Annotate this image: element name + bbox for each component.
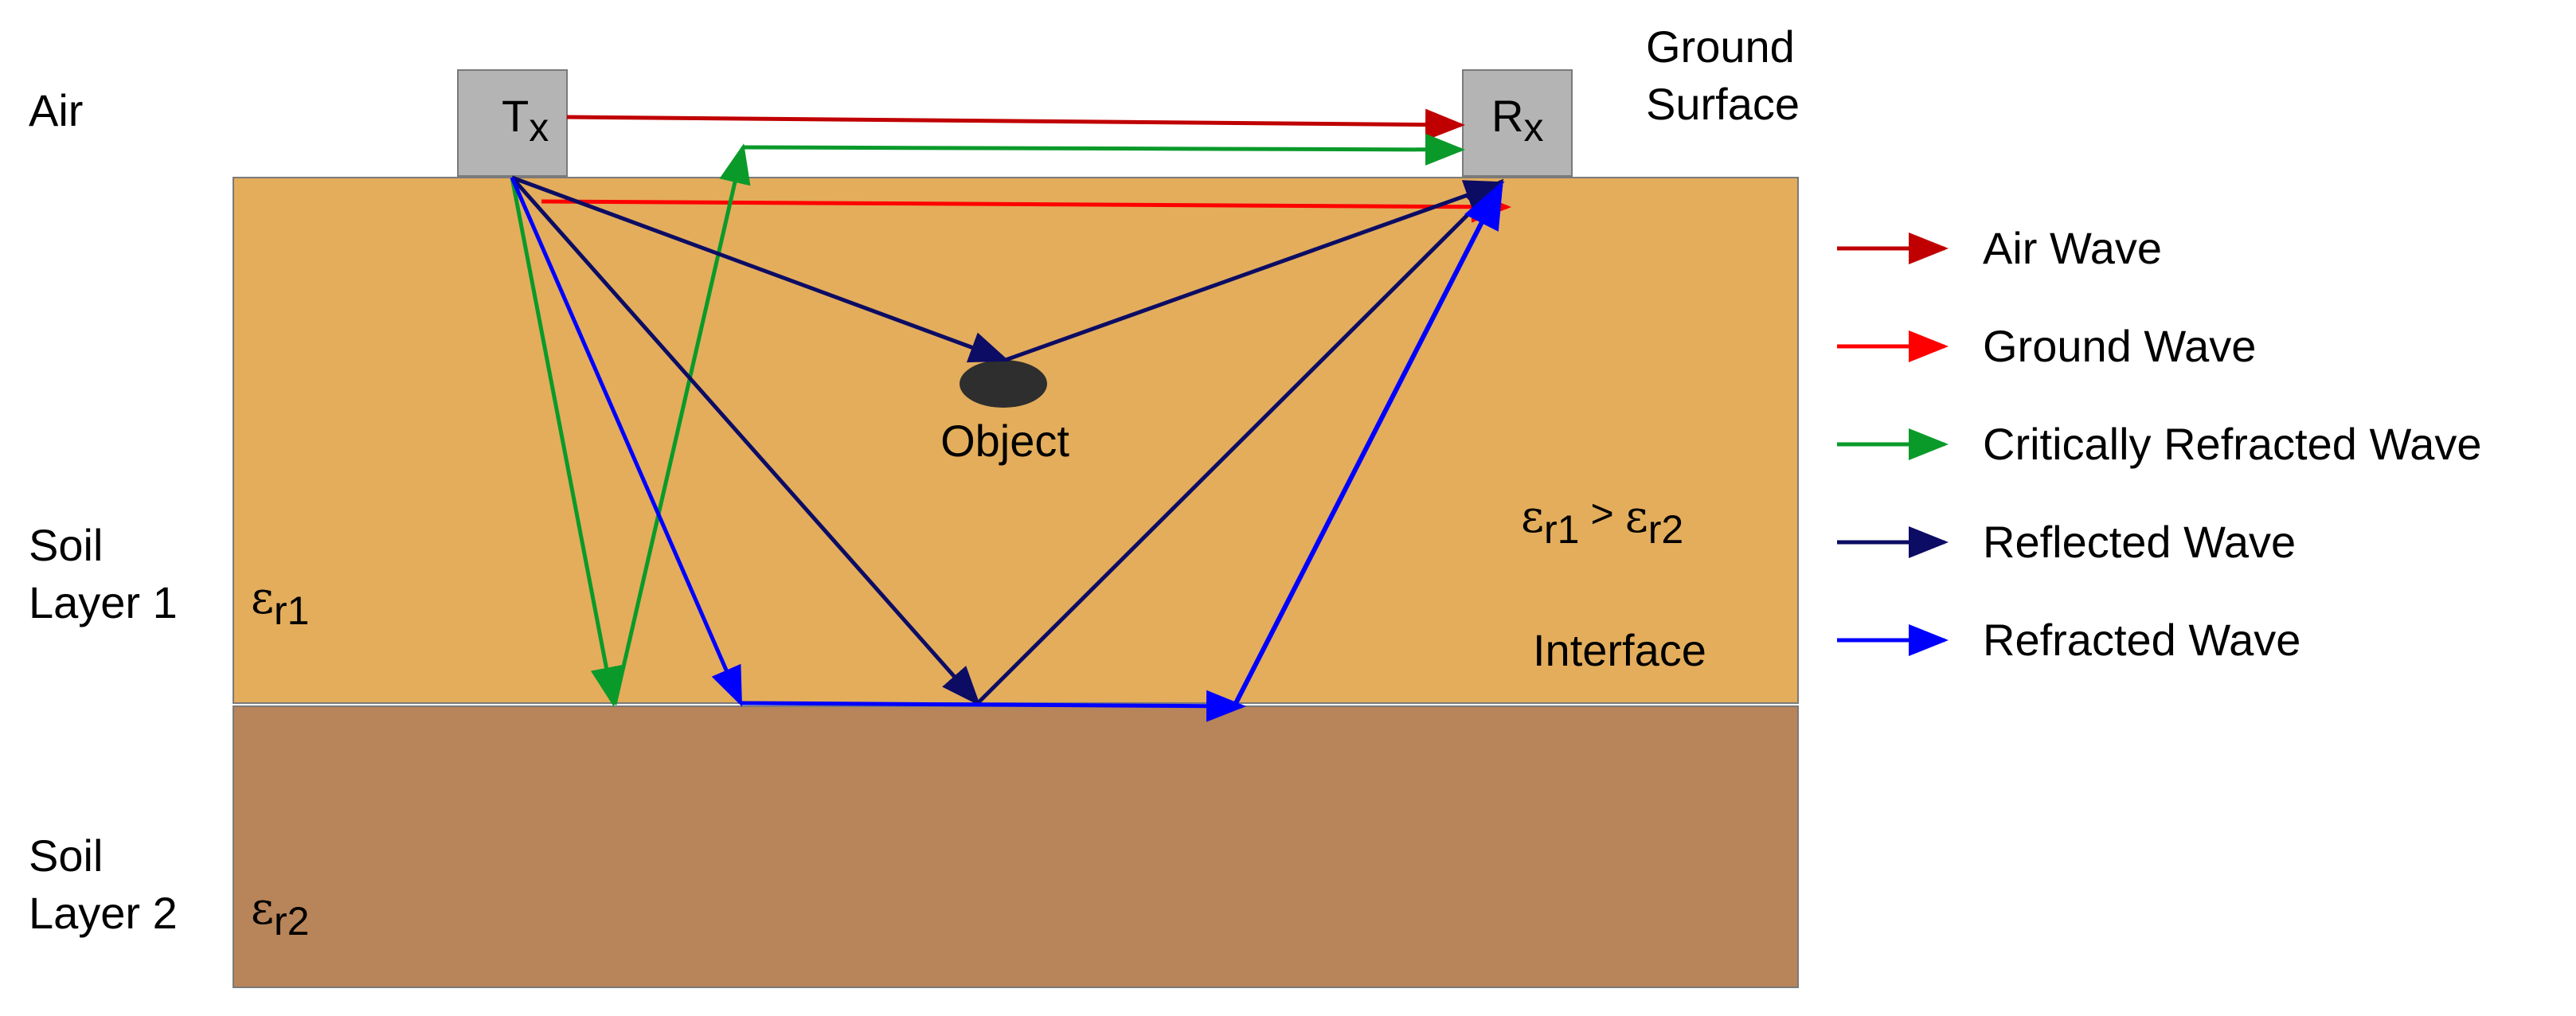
legend-label-refracted-wave: Refracted Wave xyxy=(1983,615,2300,665)
eps-r2-label: εr2 xyxy=(251,883,309,944)
reflected-ray-from-interface xyxy=(976,178,1504,705)
ground-wave-ray xyxy=(541,190,1511,223)
air-wave-ray xyxy=(566,108,1465,141)
ground-surface-label-line1: Ground xyxy=(1646,21,1795,72)
critically-refracted-ray-up xyxy=(612,143,751,705)
reflected-ray-to-interface xyxy=(510,176,981,706)
buried-object xyxy=(960,360,1047,408)
soil-layer-2-label-line1: Soil xyxy=(29,830,103,881)
receiver-box xyxy=(1462,69,1573,177)
air-label: Air xyxy=(29,85,83,135)
legend-label-critically-refracted-wave: Critically Refracted Wave xyxy=(1983,419,2482,469)
legend-label-reflected-wave: Reflected Wave xyxy=(1983,517,2296,567)
soil-layer-1-label-line2: Layer 1 xyxy=(29,577,178,627)
soil-layer-1-label-line1: Soil xyxy=(29,520,103,570)
refracted-ray-interface xyxy=(740,690,1246,722)
refracted-ray-up xyxy=(1232,180,1503,708)
critically-refracted-ray-down xyxy=(510,177,623,707)
critically-refracted-ray-air xyxy=(742,133,1465,166)
eps-r1-label: εr1 xyxy=(251,572,309,633)
soil-layer-2 xyxy=(233,705,1799,988)
receiver-label: Rx xyxy=(1491,91,1543,150)
object-label: Object xyxy=(940,416,1069,466)
transmitter-box xyxy=(457,69,568,177)
refracted-ray-down xyxy=(510,177,743,707)
soil-layer-2-label-line2: Layer 2 xyxy=(29,888,178,938)
ground-surface-label-line2: Surface xyxy=(1646,79,1800,129)
legend-label-air-wave: Air Wave xyxy=(1983,223,2162,273)
soil-layer-1 xyxy=(233,177,1799,704)
legend-label-ground-wave: Ground Wave xyxy=(1983,321,2256,371)
eps-comparison-label: εr1>εr2 xyxy=(1521,491,1683,552)
transmitter-label: Tx xyxy=(502,91,549,150)
legend: Air Wave Ground Wave Critically Refracte… xyxy=(1837,223,2482,665)
reflected-ray-from-object xyxy=(1005,180,1505,362)
reflected-ray-to-object xyxy=(511,175,1010,363)
interface-label: Interface xyxy=(1533,625,1706,675)
